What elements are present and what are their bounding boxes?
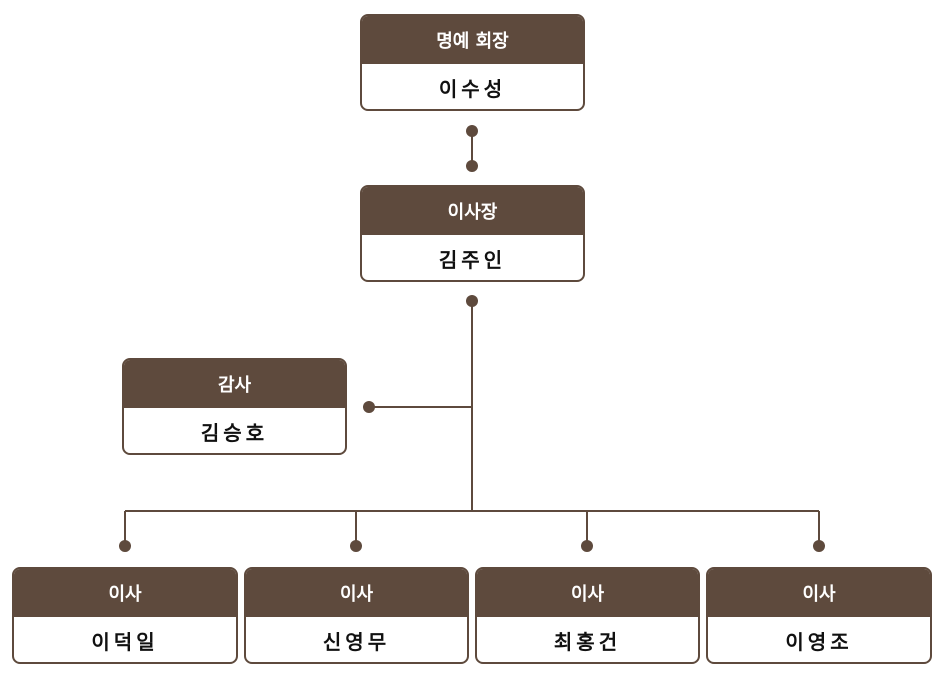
director-box-2: 이사 신영무: [244, 567, 469, 664]
honorary-chairman-title: 명예 회장: [362, 16, 583, 64]
director-name: 이덕일: [91, 629, 159, 654]
connector-dot: [119, 540, 131, 552]
honorary-chairman-box: 명예 회장 이수성: [360, 14, 585, 111]
connector-dot: [363, 401, 375, 413]
connector-dot: [466, 295, 478, 307]
director-name: 이영조: [785, 629, 853, 654]
auditor-name: 김승호: [200, 420, 269, 445]
director-title: 이사: [14, 569, 236, 617]
chairman-box: 이사장 김주인: [360, 185, 585, 282]
director-title: 이사: [477, 569, 698, 617]
director-box-3: 이사 최홍건: [475, 567, 700, 664]
auditor-box: 감사 김승호: [122, 358, 347, 455]
director-title: 이사: [246, 569, 467, 617]
honorary-chairman-name: 이수성: [438, 76, 507, 101]
auditor-title: 감사: [124, 360, 345, 408]
connector-dot: [466, 125, 478, 137]
chairman-name: 김주인: [438, 247, 507, 272]
director-box-4: 이사 이영조: [706, 567, 932, 664]
director-title: 이사: [708, 569, 930, 617]
connector-dot: [813, 540, 825, 552]
connector-dot: [581, 540, 593, 552]
director-name: 최홍건: [553, 629, 622, 654]
chairman-title: 이사장: [362, 187, 583, 235]
connector-dot: [350, 540, 362, 552]
director-box-1: 이사 이덕일: [12, 567, 238, 664]
connector-dot: [466, 160, 478, 172]
director-name: 신영무: [322, 629, 391, 654]
